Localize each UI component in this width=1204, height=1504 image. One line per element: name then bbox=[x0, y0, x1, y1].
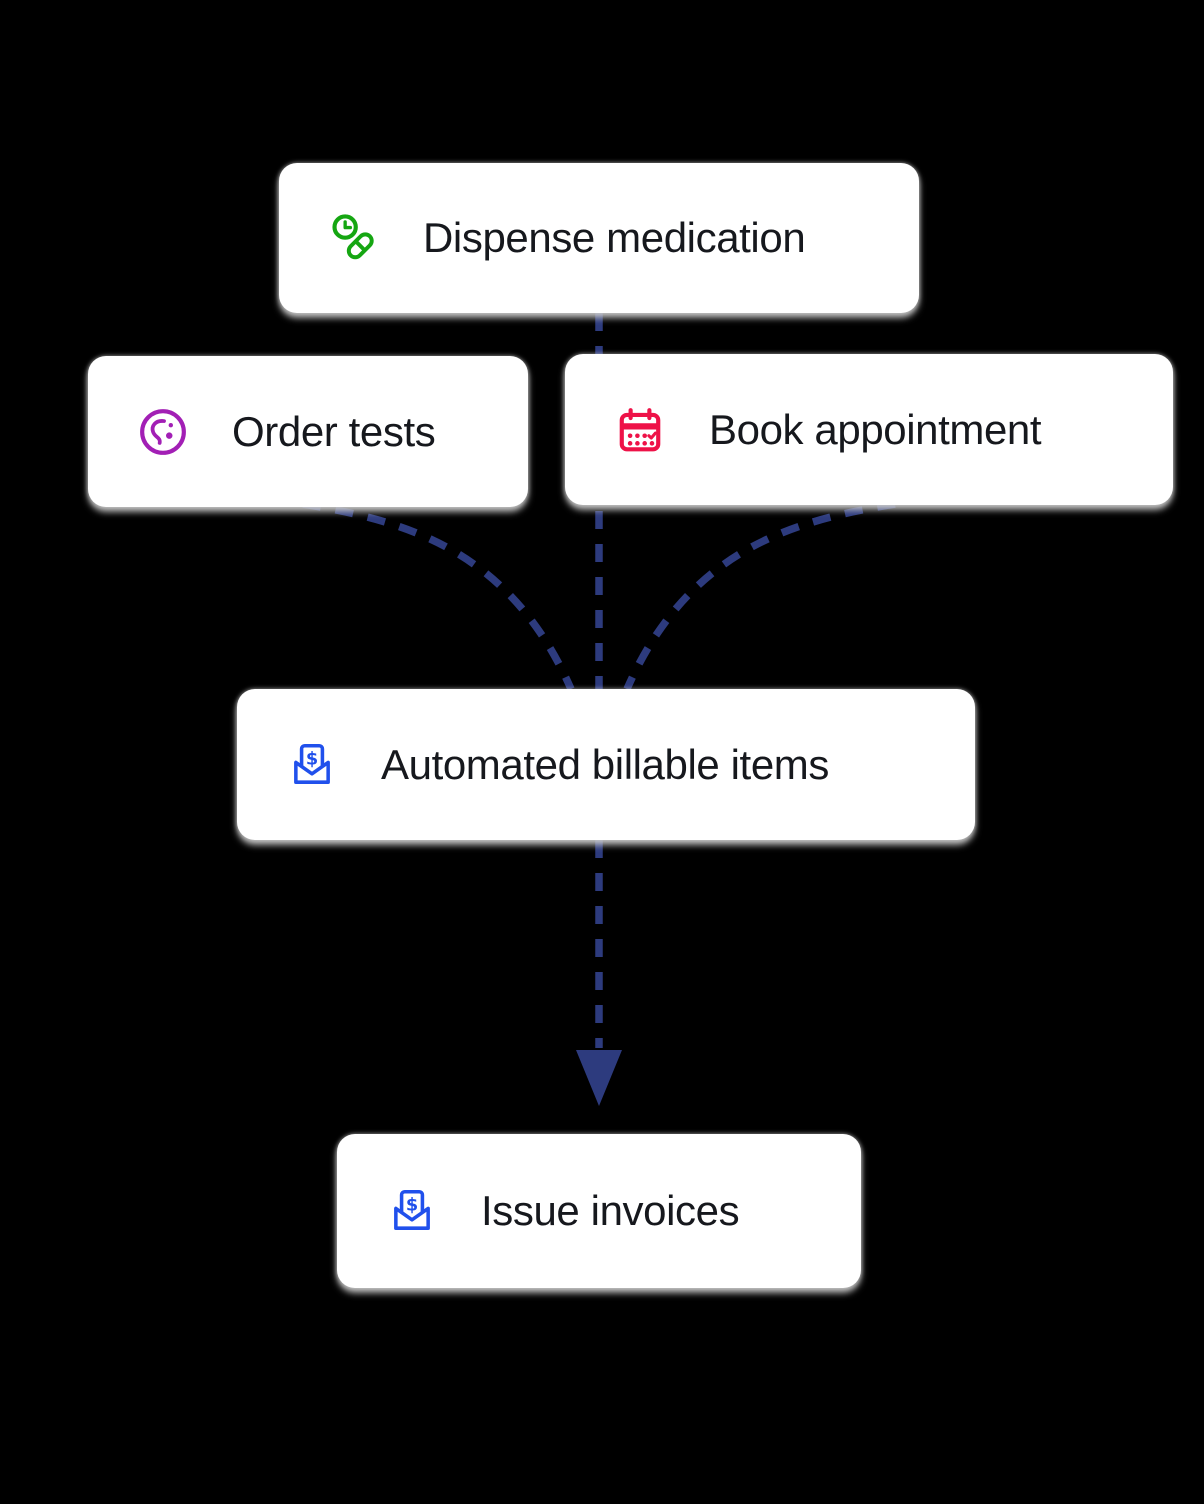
node-label: Automated billable items bbox=[381, 740, 829, 788]
svg-text:$: $ bbox=[306, 749, 318, 769]
invoice-envelope-icon: $ bbox=[387, 1186, 437, 1236]
node-book-appointment: Book appointment bbox=[565, 354, 1173, 505]
calendar-check-icon bbox=[615, 405, 665, 455]
edge-bookappointment-to-billable bbox=[623, 500, 896, 691]
svg-text:$: $ bbox=[406, 1195, 418, 1215]
invoice-envelope-icon: $ bbox=[287, 740, 337, 790]
node-label: Order tests bbox=[232, 407, 436, 455]
node-dispense-medication: Dispense medication bbox=[279, 163, 919, 313]
node-label: Book appointment bbox=[709, 405, 1042, 453]
node-automated-billable-items: $ Automated billable items bbox=[237, 689, 975, 840]
node-label: Issue invoices bbox=[481, 1187, 740, 1234]
node-issue-invoices: $ Issue invoices bbox=[337, 1134, 861, 1288]
edge-ordertests-to-billable bbox=[302, 500, 575, 691]
node-order-tests: Order tests bbox=[88, 356, 528, 507]
petri-dish-microbe-icon bbox=[138, 407, 188, 457]
node-label: Dispense medication bbox=[423, 214, 806, 261]
medication-time-icon bbox=[329, 213, 379, 263]
arrowhead-down-icon bbox=[576, 1050, 622, 1106]
